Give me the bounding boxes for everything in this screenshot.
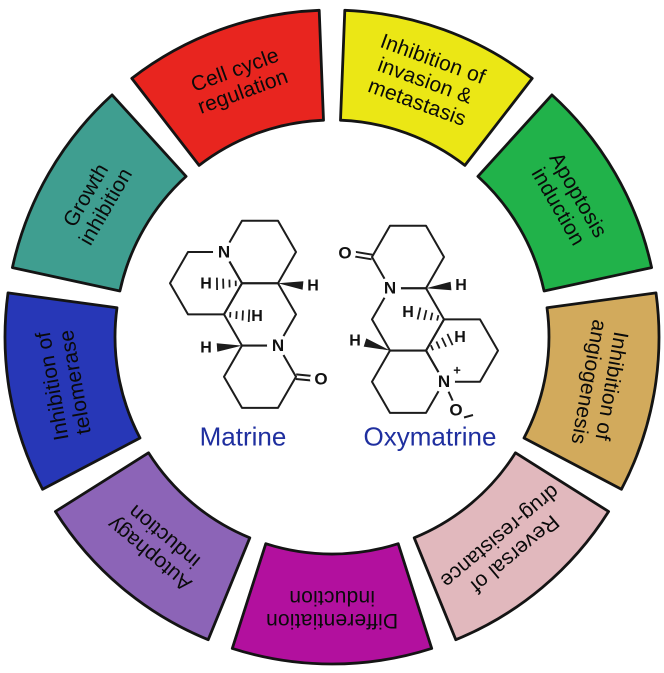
atom-label: H bbox=[349, 333, 361, 350]
ring-segment-inhibition-of-invasion-metastasis bbox=[339, 8, 534, 167]
atom-label: H bbox=[455, 277, 467, 294]
ring-segment-inhibition-of-angiogenesis bbox=[522, 291, 661, 491]
oxymatrine-label: Oxymatrine bbox=[363, 421, 497, 452]
atom-label: O bbox=[338, 244, 351, 263]
wedge-bond bbox=[426, 281, 452, 291]
atom-label: H bbox=[307, 278, 319, 295]
ring-segment-differentiation-induction bbox=[230, 542, 434, 666]
ring-bond bbox=[223, 344, 297, 409]
ring-segment-cell-cycle-regulation bbox=[130, 8, 325, 167]
atom-label-mask bbox=[450, 363, 464, 377]
matrine-structure: N N O H H H H bbox=[169, 219, 330, 409]
atom-label: H bbox=[454, 329, 466, 346]
atom-label: N bbox=[438, 372, 450, 391]
hash-bond bbox=[430, 333, 454, 351]
atom-label-mask bbox=[310, 369, 330, 389]
wedge-bond bbox=[216, 343, 242, 352]
segment-label-differentiation-induction: Differentiation induction bbox=[266, 586, 398, 632]
ring-segment-growth-inhibition bbox=[11, 93, 188, 293]
hash-bond bbox=[216, 277, 237, 291]
bond bbox=[463, 414, 474, 419]
ring-segment-reversal-of-drug-resistance bbox=[412, 451, 610, 642]
atom-label-mask bbox=[433, 370, 455, 393]
atom-label: N bbox=[218, 243, 230, 262]
atom-label: H bbox=[200, 276, 212, 293]
wedge-bond bbox=[363, 338, 390, 351]
segment-label-line: Differentiation bbox=[265, 609, 399, 632]
ring-segment-inhibition-of-telomerase bbox=[3, 291, 142, 491]
ring-segment-autophagy-induction bbox=[54, 451, 252, 642]
atom-label-mask bbox=[446, 400, 466, 420]
hash-bond bbox=[416, 307, 440, 321]
atom-label: O bbox=[449, 401, 462, 420]
atom-label-mask bbox=[379, 277, 401, 300]
atom-label: + bbox=[453, 363, 461, 378]
atom-label-mask bbox=[336, 243, 356, 263]
atom-label: H bbox=[402, 304, 414, 321]
ring-bond bbox=[371, 224, 445, 290]
atom-label: N bbox=[384, 279, 396, 298]
atom-label-mask bbox=[213, 241, 235, 263]
matrine-label: Matrine bbox=[199, 421, 287, 452]
hash-bond bbox=[229, 309, 251, 323]
ring-segment-apoptosis-induction bbox=[476, 93, 653, 293]
atom-label: N bbox=[272, 336, 284, 355]
wedge-bond bbox=[278, 281, 304, 290]
atom-label: H bbox=[251, 308, 263, 325]
atom-label: H bbox=[200, 340, 212, 357]
segment-label-line: induction bbox=[289, 586, 375, 609]
atom-label-mask bbox=[267, 334, 289, 357]
atom-label: O bbox=[314, 370, 327, 389]
ring-bond bbox=[425, 318, 499, 383]
